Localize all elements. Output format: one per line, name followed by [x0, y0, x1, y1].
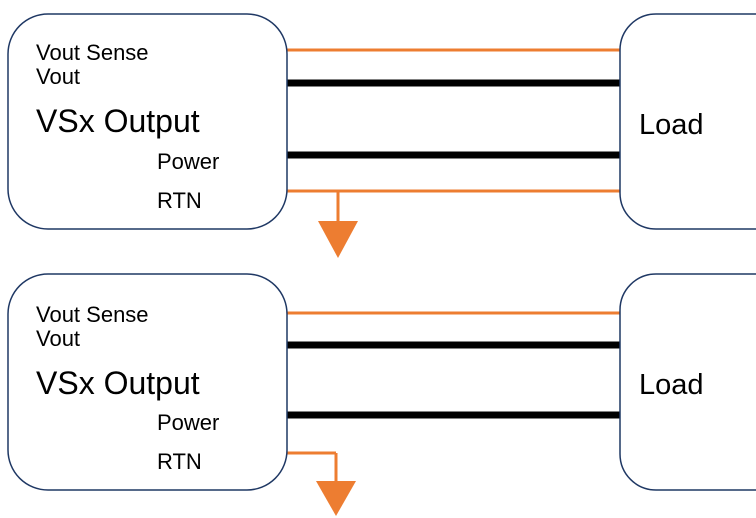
- rtn-label: RTN: [157, 188, 202, 213]
- vout-label: Vout: [36, 326, 80, 351]
- ground-arrow-icon: [287, 189, 358, 258]
- ground-arrow-icon: [287, 451, 356, 516]
- rtn-label: RTN: [157, 449, 202, 474]
- load-box: [619, 13, 756, 230]
- vout-sense-label: Vout Sense: [36, 40, 149, 65]
- load-box: [619, 273, 756, 491]
- vsx-output-box: [7, 273, 288, 491]
- source-title: VSx Output: [36, 365, 200, 401]
- diagram-1: Vout Sense Vout VSx Output Power RTN Loa…: [7, 13, 756, 258]
- vout-sense-label: Vout Sense: [36, 302, 149, 327]
- source-title: VSx Output: [36, 103, 200, 139]
- load-label: Load: [639, 369, 704, 401]
- diagram-2: Vout Sense Vout VSx Output Power RTN Loa…: [7, 273, 756, 516]
- vout-label: Vout: [36, 64, 80, 89]
- vsx-output-box: [7, 13, 288, 230]
- load-label: Load: [639, 109, 704, 141]
- power-label: Power: [157, 410, 219, 435]
- power-label: Power: [157, 149, 219, 174]
